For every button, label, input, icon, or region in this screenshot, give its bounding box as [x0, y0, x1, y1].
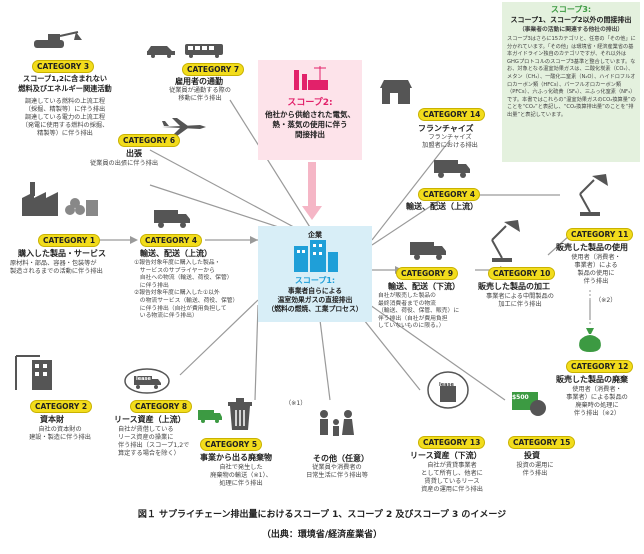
category-9-badge: CATEGORY 9: [396, 267, 459, 280]
airplane-icon: [160, 118, 206, 136]
lease-label-13: lease: [439, 382, 454, 388]
category-1-title: 購入した製品・サービス: [18, 249, 106, 258]
category-2-title: 資本財: [40, 415, 64, 424]
category-11-desc: 使用者（消費者・ 事業者）による 製品の使用に 伴う排出: [571, 254, 621, 285]
category-12-badge: CATEGORY 12: [566, 360, 634, 373]
category-6-desc: 従業員の出張に伴う排出: [90, 160, 159, 167]
scope1-center-box: 企業 スコープ1: 事業者自らによる 温室効果ガスの直接排出 （燃料の燃焼、工業…: [258, 226, 372, 322]
money-icon: [510, 390, 546, 418]
figure-caption: 図１ サプライチェーン排出量におけるスコープ 1、スコープ 2 及びスコープ 3…: [137, 510, 507, 520]
trash-can-icon: [226, 398, 254, 430]
category-6-title: 出張: [126, 149, 142, 158]
category-4-left-desc: ①報告対象年度に購入した製品・ サービスのサプライヤーから 自社への物流（輸送、…: [134, 260, 239, 320]
truck-icon-left: [152, 208, 192, 228]
category-10-desc: 事業者による中間製品の 加工に伴う排出: [486, 293, 554, 308]
desk-lamp-icon-11: [572, 172, 612, 218]
category-5-badge: CATEGORY 5: [200, 438, 263, 451]
category-14-badge: CATEGORY 14: [418, 108, 486, 121]
category-6-badge: CATEGORY 6: [118, 134, 181, 147]
figure-source: （出典：環境省/経済産業省）: [261, 530, 383, 540]
category-2-badge: CATEGORY 2: [30, 400, 93, 413]
category-1-badge: CATEGORY 1: [38, 234, 101, 247]
note-2-label: （※2）: [595, 297, 617, 304]
truck-icon-5: [196, 408, 224, 424]
lease-building-icon: [426, 370, 470, 410]
lease-label-8: lease: [136, 376, 151, 382]
category-1-desc: 原材料・部品、容器・包装等が 製造されるまでの活動に伴う排出: [10, 260, 103, 275]
scope1-title: 事業者自らによる 温室効果ガスの直接排出 （燃料の燃焼、工業プロセス）: [267, 287, 363, 313]
truck-icon-9: [408, 240, 448, 260]
lease-truck-icon: [122, 366, 172, 396]
category-15-desc: 投資の運用に 伴う排出: [516, 462, 554, 477]
category-14-title: フランチャイズ: [418, 124, 474, 133]
category-12-title: 販売した製品の廃棄: [556, 375, 628, 384]
category-5-desc: 自社で発生した 廃棄物の輸送（※1）、 処理に伴う排出: [210, 464, 272, 487]
category-4-upper-title: 輸送、配送（上流）: [406, 202, 478, 211]
category-10-badge: CATEGORY 10: [488, 267, 556, 280]
other-desc: 従業員や消費者の 日常生活に伴う排出等: [306, 464, 368, 479]
category-14-desc: フランチャイズ 加盟者における排出: [422, 134, 478, 149]
excavator-icon: [30, 30, 84, 52]
category-9-desc: 自社が販売した製品の 最終消費者までの物流 （輸送、荷役、保管、販売）に 伴う排…: [378, 293, 460, 330]
category-8-title: リース資産（上流）: [114, 415, 186, 424]
category-3-desc: 調達している燃料の上流工程 （採掘、精製等）に伴う排出 調達している電力の上流工…: [21, 98, 109, 137]
category-15-badge: CATEGORY 15: [508, 436, 576, 449]
factory-materials-icon: [20, 180, 100, 218]
category-15-title: 投資: [524, 451, 540, 460]
category-7-title: 雇用者の通勤: [175, 77, 223, 86]
category-8-badge: CATEGORY 8: [130, 400, 193, 413]
power-plant-icon: [288, 64, 332, 94]
category-12-desc: 使用者（消費者・ 事業者）による製品の 廃棄時の処理に 伴う排出（※2）: [566, 386, 628, 417]
scope3-title: スコープ1、スコープ2以外の間接排出: [510, 16, 632, 24]
category-7-desc: 従業員が通勤する際の 移動に伴う排出: [169, 87, 231, 102]
other-title: その他（任意）: [313, 454, 369, 463]
scope1-label: スコープ1:: [294, 276, 336, 285]
money-label: $500: [512, 394, 529, 401]
category-11-badge: CATEGORY 11: [566, 228, 634, 241]
category-2-desc: 自社の資本財の 建設・製造に伴う排出: [29, 426, 91, 441]
truck-icon-upper: [432, 158, 472, 178]
scope2-box: スコープ2: 他社から供給された電気、 熱・蒸気の使用に伴う 間接排出: [258, 60, 362, 160]
store-icon: [378, 78, 414, 106]
car-and-bus-icon: [145, 40, 225, 58]
category-4-left-title: 輸送、配送（上流）: [140, 249, 212, 258]
trash-bag-icon: [576, 326, 604, 354]
category-13-badge: CATEGORY 13: [418, 436, 486, 449]
building-icon: [290, 240, 340, 274]
company-label: 企業: [308, 231, 322, 239]
desk-lamp-icon-10: [484, 218, 524, 264]
category-7-badge: CATEGORY 7: [182, 63, 245, 76]
category-13-desc: 自社が賃貸事業者 として所有し、他者に 賃貸しているリース 資産の運用に伴う排出: [421, 462, 483, 493]
building-crane-icon: [10, 352, 70, 392]
category-3-badge: CATEGORY 3: [32, 60, 95, 73]
category-4-left-badge: CATEGORY 4: [140, 234, 203, 247]
scope3-box: スコープ3: スコープ1、スコープ2以外の間接排出 （事業者の活動に関連する他社…: [502, 2, 640, 162]
category-4-upper-badge: CATEGORY 4: [418, 188, 481, 201]
scope3-body: スコープ3はさらに15カテゴリと、任意の「その他」に分かれています。「その他」は…: [507, 36, 636, 118]
category-10-title: 販売した製品の加工: [478, 282, 550, 291]
category-11-title: 販売した製品の使用: [556, 243, 628, 252]
category-8-desc: 自社が賃借している リース資産の操業に 伴う排出（スコープ1,2で 算定する場合…: [118, 426, 190, 457]
scope2-label: スコープ2:: [287, 98, 333, 108]
scope3-subtitle: （事業者の活動に関連する他社の排出）: [518, 27, 624, 33]
scope2-title: 他社から供給された電気、 熱・蒸気の使用に伴う 間接排出: [265, 110, 355, 139]
family-icon: [314, 408, 358, 444]
category-5-title: 事業から出る廃棄物: [200, 453, 272, 462]
category-9-title: 輸送、配送（下流）: [388, 282, 460, 291]
scope3-label: スコープ3:: [550, 5, 592, 14]
category-3-title: スコープ1,2に含まれない 燃料及びエネルギー関連活動: [18, 74, 112, 93]
note-1-label: （※1）: [285, 400, 307, 407]
category-13-title: リース資産（下流）: [410, 451, 482, 460]
